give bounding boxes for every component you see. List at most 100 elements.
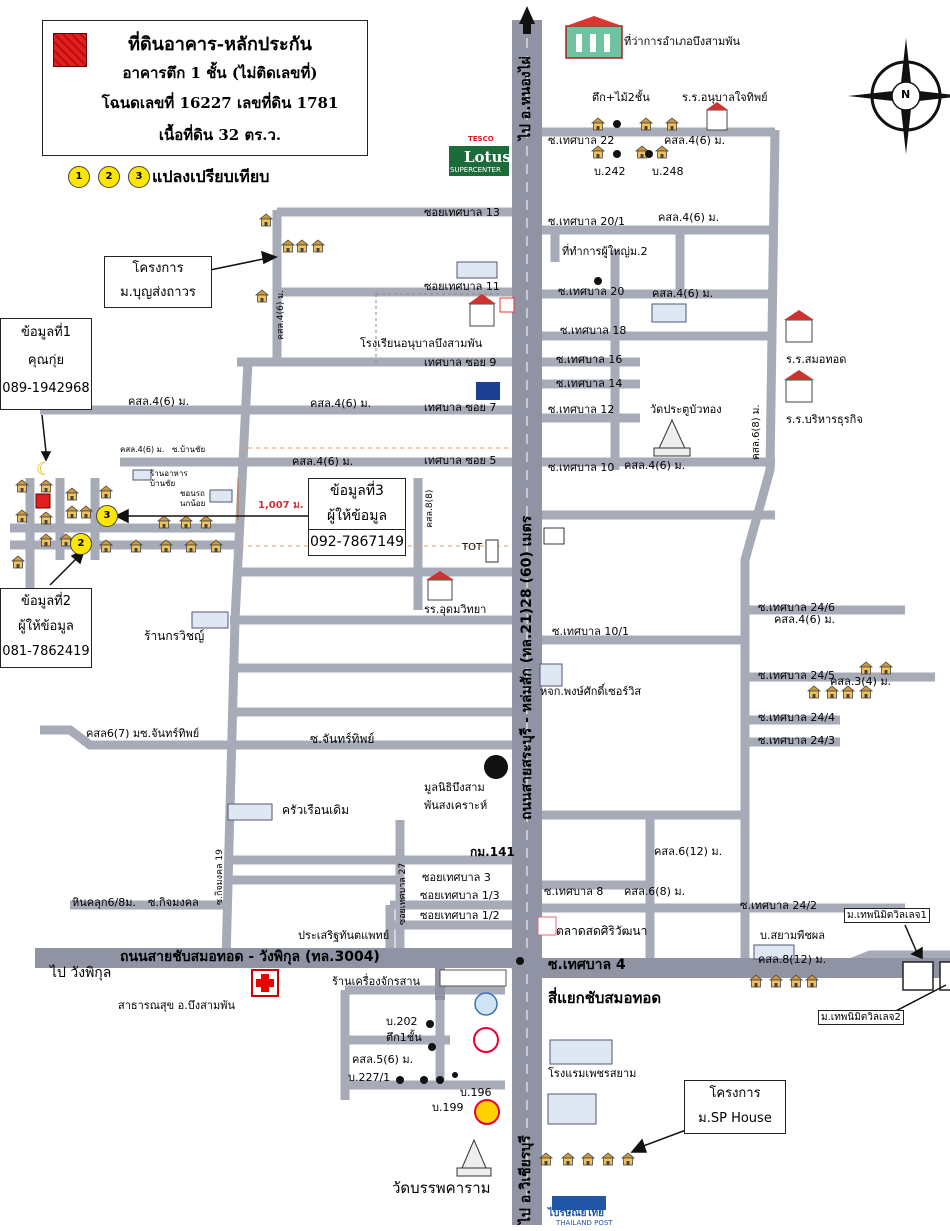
main-road-name: ถนนสายสระบุรี - หล่มสัก (ทล.21)28 (60) เ…: [519, 515, 535, 820]
label-lotus: Lotus: [464, 148, 511, 166]
label-soi-rot: ชอนรถ: [180, 489, 205, 498]
label-smo: ร.ร.สมอทอด: [786, 353, 847, 366]
label-shop-ban-chai: ร้านอาหาร: [150, 469, 188, 478]
label-t242: ซ.เทศบาล 24/2: [740, 899, 818, 912]
label-kit: ซ.กิจมงคล: [148, 896, 199, 909]
comp-dot-3: 3: [96, 505, 118, 527]
info3-line3: 092-7867149: [309, 529, 405, 555]
label-health: สาธารณสุข อ.บึงสามพัน: [118, 999, 235, 1012]
label-t201: ซ.เทศบาล 20/1: [548, 215, 626, 228]
subject-property: [35, 493, 51, 509]
label-t14: ซ.เทศบาล 14: [556, 377, 623, 390]
callout-project-boon: โครงการ ม.บุญส่งถาวร: [104, 256, 212, 308]
label-anuban-school: ร.ร.อนุบาลใจทิพย์: [682, 91, 768, 104]
label-b248: บ.248: [652, 165, 684, 178]
cross-road-name: ถนนสายชับสมอทอด - วังพิกุล (ทล.3004): [120, 949, 380, 965]
logo-icons: [439, 297, 606, 1210]
label-kl46-20: คสล.4(6) ม.: [652, 287, 714, 300]
hospital-icon: [251, 969, 279, 997]
label-bori: ร.ร.บริหารธุรกิจ: [786, 413, 863, 426]
highway-21: [512, 20, 542, 1225]
label-kl46-201: คสล.4(6) ม.: [658, 211, 720, 224]
label-soi-rot2: นกน้อย: [180, 499, 206, 508]
boon-line1: โครงการ: [132, 261, 184, 276]
main-road-south-label: ไป อ.วิเชียรบุรี: [518, 1135, 534, 1224]
label-chan2: ซ.จันทร์ทิพย์: [310, 732, 375, 746]
legend-dot-2: 2: [98, 166, 120, 188]
north-road-arrow-icon: [519, 6, 535, 24]
info1-line1: ข้อมูลที่1: [20, 325, 72, 340]
amphoe-building-icon: [565, 16, 623, 59]
label-shop-ban-chai2: บ้านชัย: [150, 479, 176, 488]
label-tuek: ตึก1ชั้น: [386, 1031, 422, 1044]
label-kruea: ครัวเรือนเดิม: [282, 803, 349, 817]
label-tot: TOT: [462, 542, 483, 553]
info2-line3: 081-7862419: [2, 644, 90, 659]
label-t245: ซ.เทศบาล 24/5: [758, 669, 836, 682]
label-kl46small: คสล.4(6) ม.: [120, 445, 165, 454]
legend-line2: อาคารตึก 1 ชั้น (ไม่ติดเลขที่): [122, 64, 318, 82]
label-headman: ที่ทำการผู้ใหญ่ม.2: [562, 245, 648, 258]
label-amphoe: ที่ว่าการอำเภอบึงสามพัน: [624, 35, 741, 48]
label-kl68: คสล.6(8) ม.: [624, 885, 686, 898]
label-kl46b: คสล.4(6) ม.: [310, 397, 372, 410]
sp-line2: ม.SP House: [698, 1111, 772, 1126]
label-s27: ซอยเทศบาล 27: [398, 862, 408, 925]
label-s13b: ซอยเทศบาล 1/3: [420, 889, 500, 902]
label-t243: ซ.เทศบาล 24/3: [758, 734, 836, 747]
compass-north-label: N: [901, 88, 911, 101]
legend-title: ที่ดินอาคาร-หลักประกัน: [128, 34, 312, 55]
label-t22: ซ.เทศบาล 22: [548, 134, 615, 147]
info1-line2: คุณกุ่ย: [27, 353, 65, 368]
legend-line4: เนื้อที่ดิน 32 ตร.ว.: [158, 126, 282, 144]
label-s12b: ซอยเทศบาล 1/2: [420, 909, 500, 922]
label-post: ไปรษณีย์ไทย: [548, 1208, 604, 1219]
label-kl812: คสล.8(12) ม.: [758, 953, 827, 966]
label-s7: เทศบาล ซอย 7: [424, 401, 497, 414]
label-b199: บ.199: [432, 1101, 464, 1114]
km-marker: กม.141: [470, 845, 515, 859]
subject-swatch: [53, 33, 87, 67]
legend-compare-label: แปลงเปรียบเทียบ: [152, 167, 270, 186]
thep-village-boxes: [902, 961, 950, 991]
label-kl56: คสล.5(6) ม.: [352, 1053, 414, 1066]
label-b202: บ.202: [386, 1015, 418, 1028]
label-kl68v: คสล.6(8) ม.: [751, 404, 762, 460]
compass-icon: [848, 38, 950, 154]
label-school-udom: รร.อุดมวิทยา: [424, 603, 487, 616]
label-tractor: ร้านเครื่องจักรสาน: [332, 975, 421, 988]
boon-line2: ม.บุญส่งถาวร: [120, 285, 196, 300]
info2-line2: ผู้ให้ข้อมูล: [18, 619, 74, 634]
label-kl8v: คสล.8(8): [425, 489, 435, 528]
label-wat-bun: วัดบรรพคาราม: [392, 1179, 491, 1197]
comp-dot-2: 2: [70, 533, 92, 555]
label-ban-chai: ซ.บ้านชัย: [172, 445, 206, 454]
label-chan: คสล6(7) มซ.จันทร์ทิพย์: [86, 727, 200, 740]
label-b242: บ.242: [594, 165, 626, 178]
callout-project-sp: โครงการ ม.SP House: [684, 1080, 786, 1134]
label-korawit: ร้านกรวิชญ์: [144, 629, 205, 643]
label-kl34: คสล.3(4) ม.: [830, 675, 892, 688]
label-mulanithi: มูลนิธิบึงสาม: [424, 781, 485, 794]
label-kl46-246: คสล.4(6) ม.: [774, 613, 836, 626]
legend-dot-1: 1: [68, 166, 90, 188]
label-s5: เทศบาล ซอย 5: [424, 454, 497, 467]
label-hotel: โรงแรมเพชรสยาม: [548, 1067, 637, 1080]
label-s9: เทศบาล ซอย 9: [424, 356, 497, 369]
label-s13: ซอยเทศบาล 13: [424, 206, 500, 219]
label-kl46c: คสล.4(6) ม.: [292, 455, 354, 468]
label-kl612: คสล.6(12) ม.: [654, 845, 723, 858]
label-t4: ซ.เทศบาล 4: [548, 957, 626, 973]
label-lotus-sub: SUPERCENTER: [450, 166, 501, 174]
label-thep2: ม.เทพนิมิตวิลเลจ2: [818, 1010, 904, 1025]
label-thep1: ม.เทพนิมิตวิลเลจ1: [844, 908, 930, 923]
main-road-north-label: ไป อ.หนองไผ่: [518, 56, 534, 140]
label-s3: ซอยเทศบาล 3: [422, 871, 491, 884]
legend-dot-3: 3: [128, 166, 150, 188]
label-t8: ซ.เทศบาล 8: [544, 885, 604, 898]
callout-info2: ข้อมูลที่2 ผู้ให้ข้อมูล 081-7862419: [0, 588, 92, 668]
label-market: ตลาดสดศิริวัฒนา: [556, 924, 648, 938]
label-s11: ซอยเทศบาล 11: [424, 280, 500, 293]
label-t10: ซ.เทศบาล 10: [548, 461, 615, 474]
